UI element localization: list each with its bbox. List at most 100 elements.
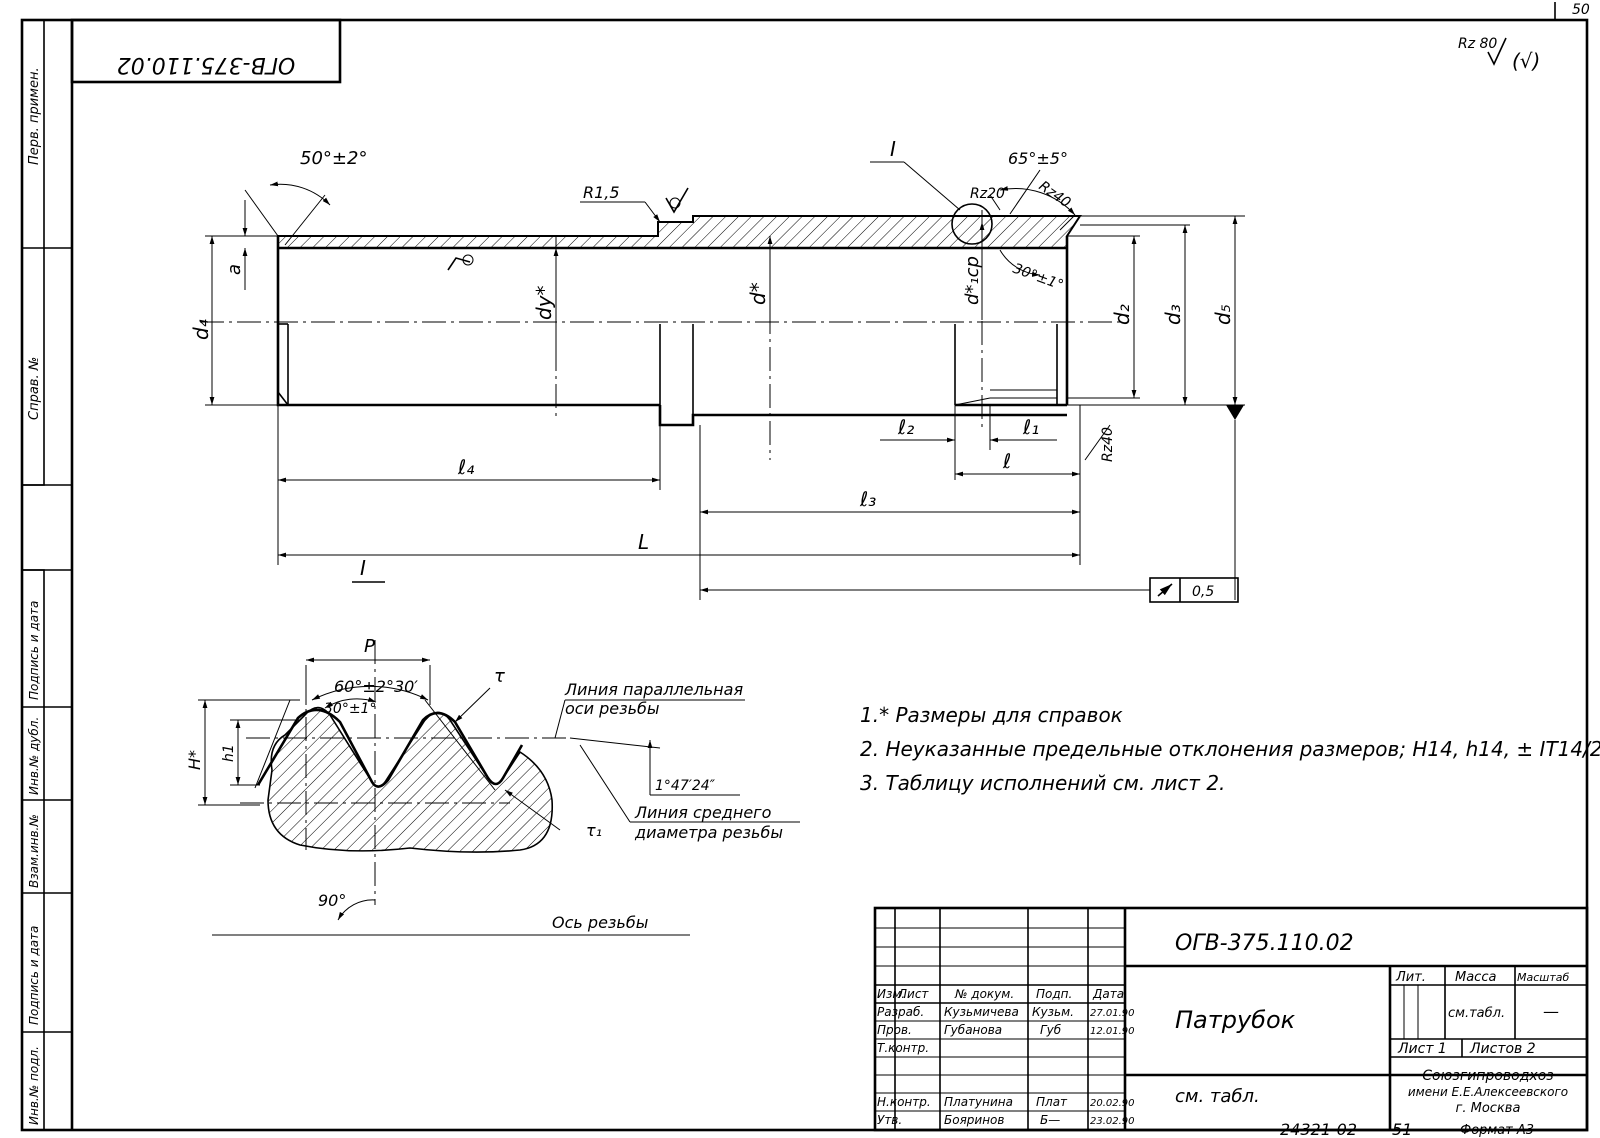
footer-number: 24321-02 bbox=[1280, 1120, 1357, 1138]
tb-org-2: имени Е.Е.Алексеевского bbox=[1408, 1085, 1568, 1099]
title-material: см. табл. bbox=[1175, 1086, 1260, 1107]
svg-text:Т.контр.: Т.контр. bbox=[877, 1041, 929, 1055]
svg-text:Утв.: Утв. bbox=[877, 1113, 902, 1127]
section-marker-main: I bbox=[890, 137, 896, 161]
tb-mass: Масса bbox=[1455, 970, 1496, 985]
H-label: H* bbox=[185, 750, 204, 770]
footer-format: Формат А3 bbox=[1460, 1123, 1534, 1138]
left-margin-table bbox=[21, 19, 72, 1131]
svg-text:Губ: Губ bbox=[1040, 1023, 1062, 1037]
tb-scale-value: — bbox=[1543, 1002, 1559, 1021]
svg-text:Кузьм.: Кузьм. bbox=[1032, 1005, 1074, 1019]
angle-90-label: 90° bbox=[318, 891, 346, 910]
dim-d3: d₃ bbox=[1161, 304, 1185, 325]
tb-row-2: Т.контр. bbox=[877, 1041, 929, 1055]
svg-text:Пров.: Пров. bbox=[877, 1023, 912, 1037]
tb-header-list: Лист bbox=[897, 987, 929, 1001]
svg-text:20.02.90: 20.02.90 bbox=[1090, 1098, 1135, 1109]
dim-d: d* bbox=[746, 282, 770, 305]
parallel-line-1: Линия параллельная bbox=[564, 680, 743, 699]
svg-text:Н.контр.: Н.контр. bbox=[877, 1095, 931, 1109]
margin-label-1: Перв. примен. bbox=[27, 67, 42, 165]
dim-d1cp: d*₁ср bbox=[962, 256, 983, 305]
radius-label: R1,5 bbox=[583, 183, 620, 202]
section-marker-detail: I bbox=[360, 556, 366, 580]
dim-l1: ℓ₁ bbox=[1022, 415, 1039, 439]
title-block bbox=[873, 906, 1589, 1132]
svg-text:Разраб.: Разраб. bbox=[877, 1005, 924, 1019]
thread-detail bbox=[198, 640, 800, 936]
axis-label: Ось резьбы bbox=[552, 913, 648, 932]
title-name: Патрубок bbox=[1175, 1006, 1296, 1034]
tb-row-5: Утв. Бояринов Б— 23.02.90 bbox=[877, 1113, 1135, 1127]
main-dimensions bbox=[205, 161, 1245, 603]
dim-d2: d₂ bbox=[1110, 304, 1134, 325]
tb-header-doc: № докум. bbox=[954, 987, 1014, 1001]
chamfer-angle-label: 50°±2° bbox=[300, 148, 367, 169]
tau-label: τ bbox=[494, 666, 505, 687]
tb-org-1: Союзгипроводхоз bbox=[1422, 1068, 1553, 1084]
svg-text:Плат: Плат bbox=[1036, 1095, 1068, 1109]
thread-angle-label: 65°±5° bbox=[1008, 149, 1068, 168]
svg-text:Бояринов: Бояринов bbox=[944, 1113, 1004, 1127]
svg-text:(√): (√) bbox=[1512, 49, 1540, 73]
tau1-label: τ₁ bbox=[586, 821, 602, 840]
svg-text:Кузьмичева: Кузьмичева bbox=[944, 1005, 1019, 1019]
note-2: 2. Неуказанные предельные отклонения раз… bbox=[860, 737, 1600, 761]
code-box bbox=[70, 18, 342, 84]
parallel-line-2: оси резьбы bbox=[565, 699, 660, 718]
rough-rz20: Rz20 bbox=[970, 186, 1005, 202]
svg-text:Губанова: Губанова bbox=[944, 1023, 1002, 1037]
svg-text:23.02.90: 23.02.90 bbox=[1090, 1116, 1135, 1127]
page-number: 50 bbox=[1572, 2, 1590, 18]
tb-org-3: г. Москва bbox=[1456, 1101, 1521, 1116]
mirrored-code: ОГВ-375.110.02 bbox=[117, 52, 296, 77]
margin-label-3: Подпись и дата bbox=[27, 601, 41, 700]
runout-value: 0,5 bbox=[1192, 584, 1214, 600]
footer-page: 51 bbox=[1392, 1120, 1412, 1138]
thread-profile-section bbox=[267, 706, 553, 853]
dim-dy: dy* bbox=[532, 285, 556, 320]
dim-L: L bbox=[638, 530, 649, 554]
general-roughness: Rz 80 (√) bbox=[1458, 36, 1540, 73]
dim-l2: ℓ₂ bbox=[897, 415, 914, 439]
tb-row-0: Разраб. Кузьмичева Кузьм. 27.01.90 bbox=[877, 1005, 1135, 1019]
mid-line-1: Линия среднего bbox=[634, 803, 772, 822]
mid-line-2: диаметра резьбы bbox=[634, 823, 783, 842]
tb-sheet: Лист 1 bbox=[1397, 1041, 1447, 1057]
margin-label-5: Взам.инв.№ bbox=[27, 814, 41, 888]
tb-mass-value: см.табл. bbox=[1448, 1006, 1505, 1021]
tb-row-1: Пров. Губанова Губ 12.01.90 bbox=[877, 1023, 1135, 1037]
tb-header-sign: Подп. bbox=[1036, 987, 1072, 1001]
dim-l3: ℓ₃ bbox=[859, 487, 876, 511]
svg-text:Б—: Б— bbox=[1040, 1113, 1060, 1127]
svg-text:Платунина: Платунина bbox=[944, 1095, 1013, 1109]
dim-l4: ℓ₄ bbox=[457, 455, 474, 479]
thread-small-angle: 30°±1° bbox=[1011, 261, 1066, 294]
taper-angle-label: 1°47′24″ bbox=[655, 778, 716, 794]
tb-header-date: Дата bbox=[1092, 987, 1124, 1001]
angle-30-label: 30°±1° bbox=[324, 701, 376, 717]
note-1: 1.* Размеры для справок bbox=[860, 703, 1123, 727]
note-3: 3. Таблицу исполнений см. лист 2. bbox=[860, 771, 1225, 795]
tb-row-4: Н.контр. Платунина Плат 20.02.90 bbox=[877, 1095, 1135, 1109]
dim-a: a bbox=[224, 264, 245, 275]
pipe-main-view bbox=[200, 210, 1120, 460]
margin-label-7: Инв.№ подл. bbox=[27, 1046, 41, 1125]
dim-d4: d₄ bbox=[189, 319, 213, 340]
title-code: ОГВ-375.110.02 bbox=[1175, 931, 1354, 956]
tb-lit: Лит. bbox=[1395, 970, 1426, 985]
margin-label-6: Подпись и дата bbox=[27, 926, 41, 1025]
margin-label-2: Справ. № bbox=[27, 357, 42, 420]
pitch-label: P bbox=[364, 636, 375, 657]
tb-sheets: Листов 2 bbox=[1469, 1041, 1536, 1057]
tb-header-izm: Изм. bbox=[877, 987, 905, 1001]
svg-text:12.01.90: 12.01.90 bbox=[1090, 1026, 1135, 1037]
h1-label: h1 bbox=[221, 744, 237, 762]
rough-rz40-end: Rz40 bbox=[1100, 427, 1116, 462]
angle-60-label: 60°±2°30′ bbox=[334, 677, 418, 696]
dim-d5: d₅ bbox=[1211, 304, 1235, 325]
margin-label-4: Инв.№ дубл. bbox=[27, 717, 41, 795]
